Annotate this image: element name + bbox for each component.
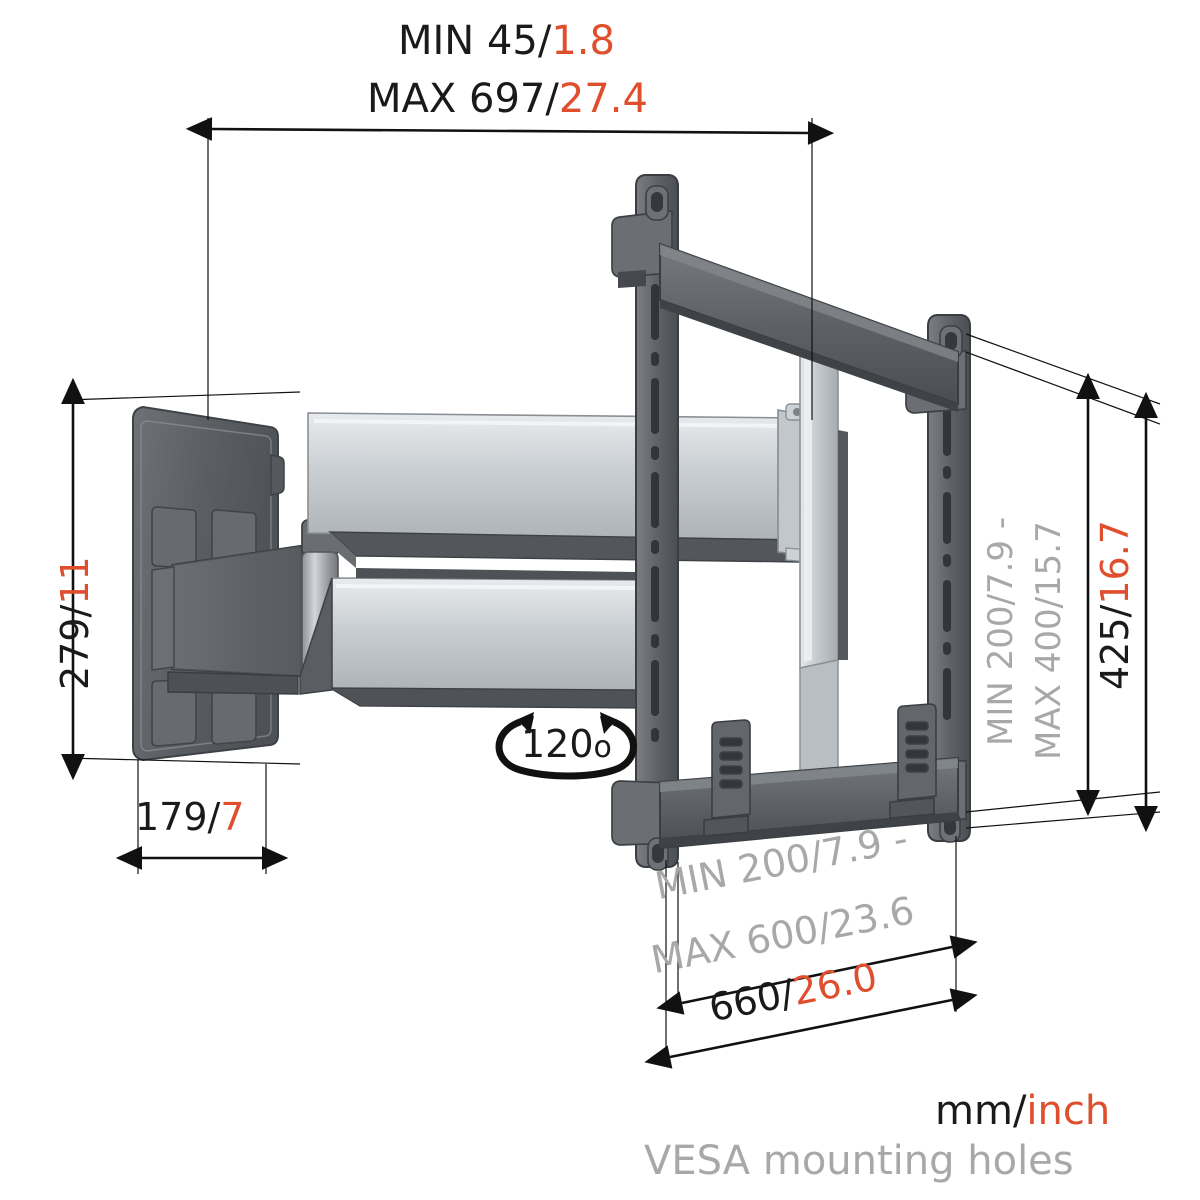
depth-min-mm-value: 45 <box>486 18 538 64</box>
depth-max-mm-value: 697 <box>469 76 546 122</box>
tv-bracket-frame <box>611 174 971 871</box>
bracket-height-inch-value: 16.7 <box>1093 520 1137 605</box>
depth-max-prefix: MAX <box>367 76 469 122</box>
plate-height-mm-value: 279 <box>53 617 97 690</box>
swivel-arrow-icon <box>495 712 637 780</box>
units-mm-label: mm <box>935 1088 1013 1134</box>
vesa-legend-label: VESA mounting holes <box>644 1138 1074 1184</box>
depth-max-separator: / <box>545 76 559 122</box>
plate-height-label: 279/11 <box>53 556 97 690</box>
plate-height-separator: / <box>53 604 97 618</box>
wall-arm-group <box>151 544 319 695</box>
units-separator: / <box>1012 1088 1027 1134</box>
plate-height-inch-value: 11 <box>53 556 97 605</box>
bracket-height-label: 425/16.7 <box>1093 520 1137 690</box>
bracket-width-dimension-arrow <box>644 988 978 1069</box>
swivel-angle-label: 120o <box>521 722 612 766</box>
depth-min-inch-value: 1.8 <box>551 18 615 64</box>
units-legend: mm/inch <box>935 1090 1110 1132</box>
dimension-lines <box>61 117 1161 1069</box>
depth-min-mm: MIN <box>398 18 487 64</box>
depth-max-inch-value: 27.4 <box>558 76 648 122</box>
depth-max-label: MAX 697/27.4 <box>367 78 648 120</box>
lower-telescopic-arm <box>299 568 643 709</box>
tilt-column-group <box>799 319 848 791</box>
depth-dimension-arrow <box>185 117 835 145</box>
folded-depth-separator: / <box>207 795 221 839</box>
swivel-angle-value: 120 <box>521 722 594 766</box>
folded-depth-mm-value: 179 <box>135 795 208 839</box>
upper-telescopic-arm <box>307 403 821 568</box>
bracket-height-mm-value: 425 <box>1093 617 1137 690</box>
depth-min-separator: / <box>537 18 552 64</box>
folded-depth-label: 179/7 <box>135 795 245 839</box>
bracket-height-separator: / <box>1093 604 1137 618</box>
swivel-angle-unit: o <box>593 730 612 765</box>
vesa-vertical-line2: MAX 400/15.7 <box>1029 521 1069 760</box>
units-inch-label: inch <box>1026 1088 1111 1134</box>
depth-min-label: MIN 45/1.8 <box>398 20 615 62</box>
folded-depth-inch-value: 7 <box>220 795 245 839</box>
vesa-vertical-line1: MIN 200/7.9 - <box>981 516 1021 746</box>
